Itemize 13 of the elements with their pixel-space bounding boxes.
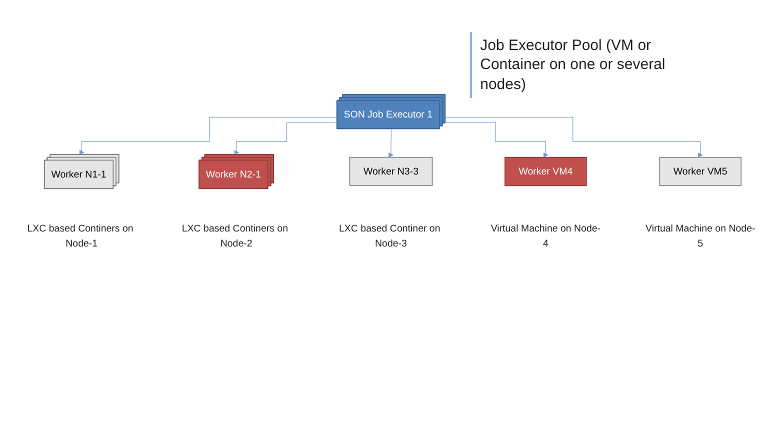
node-box: Worker VM5 xyxy=(659,156,742,186)
node-label: LXC based Continers on Node-2 xyxy=(182,222,288,248)
node-label: Virtual Machine on Node-5 xyxy=(646,222,756,248)
arrow xyxy=(445,116,703,158)
node-label: Virtual Machine on Node-4 xyxy=(490,222,601,248)
node-box: Worker VM4 xyxy=(504,156,587,186)
node-label: LXC based Continers on Node-1 xyxy=(27,222,134,248)
arrow xyxy=(234,122,338,155)
arrow xyxy=(79,116,338,155)
node-label: LXC based Continer on Node-3 xyxy=(339,222,440,248)
arrow xyxy=(445,122,548,158)
node-box: Worker N3-3 xyxy=(349,156,433,186)
arrow xyxy=(388,128,394,158)
